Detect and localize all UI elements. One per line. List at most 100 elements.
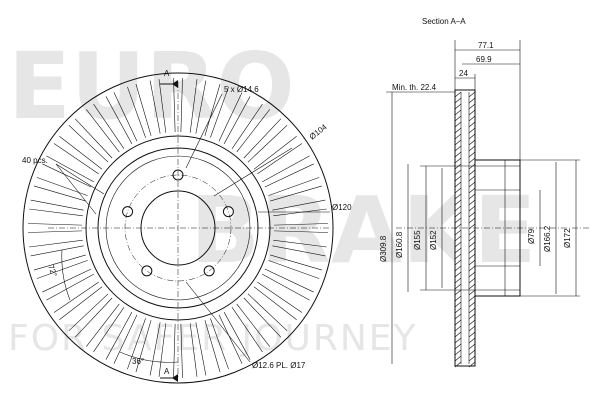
vane-line: [253, 135, 297, 170]
hatch-line: [454, 259, 462, 266]
vane-line: [30, 199, 84, 211]
label-vane-angle: 72°: [46, 264, 59, 278]
section-hatching: [454, 91, 476, 368]
vane-line: [264, 268, 314, 293]
vane-line: [85, 303, 120, 347]
hatch-line: [468, 103, 476, 110]
front-view: A A 5 x Ø14.6 Ø104 Ø120 40 pcs. 72° 36° …: [22, 69, 352, 384]
vane-line: [53, 281, 99, 313]
vane-line: [42, 163, 92, 188]
dim-79: Ø79: [527, 228, 536, 244]
vane-line: [33, 254, 86, 271]
dim-outer: Ø309.8: [379, 235, 388, 262]
hatch-line: [454, 277, 462, 284]
vane-line: [149, 322, 161, 376]
vane-line: [29, 239, 83, 248]
hatch-line: [454, 103, 462, 110]
vane-line: [262, 273, 310, 301]
vane-line: [268, 260, 320, 279]
vane-line: [236, 109, 271, 153]
section-arrow-top-head: [172, 80, 178, 88]
hatch-line: [454, 169, 462, 176]
vane-line: [127, 86, 146, 138]
hatch-line: [454, 247, 462, 254]
vane-line: [195, 322, 207, 376]
hatch-line: [454, 91, 462, 98]
vane-line: [270, 254, 323, 271]
hatch-line: [468, 181, 476, 188]
vane-line: [74, 118, 113, 159]
hatch-line: [468, 283, 476, 290]
leader-vanes-2: [55, 163, 97, 215]
hatch-line: [468, 187, 476, 194]
vane-line: [223, 96, 251, 144]
vane-line: [93, 307, 125, 353]
vane-line: [247, 124, 288, 163]
bolt-hole: [203, 265, 215, 277]
label-pitch-angle: 36°: [132, 357, 144, 366]
vane-line: [28, 230, 83, 233]
vane-line: [247, 293, 288, 332]
dim-disc-thickness: 24: [459, 69, 468, 78]
vane-line: [243, 118, 282, 159]
section-marker-top: A: [164, 69, 170, 78]
dim-total-width: 77.1: [478, 41, 494, 50]
cooling-vanes: [28, 78, 328, 378]
vane-line: [262, 155, 310, 183]
vane-line: [29, 208, 83, 217]
vane-line: [195, 80, 207, 134]
hatch-line: [468, 235, 476, 242]
vane-line: [46, 155, 94, 183]
vane-line: [68, 124, 109, 163]
hatch-line: [454, 241, 462, 248]
vane-line: [59, 286, 103, 321]
vane-line: [158, 79, 167, 133]
vane-line: [270, 185, 323, 202]
vane-line: [231, 307, 263, 353]
label-hub: Ø120: [332, 203, 352, 212]
vane-line: [210, 86, 229, 138]
section-arrow-bottom-head: [172, 374, 178, 382]
vane-line: [189, 79, 198, 133]
vane-line: [273, 208, 327, 217]
vane-line: [223, 312, 251, 360]
vane-line: [36, 177, 88, 196]
hatch-line: [468, 349, 476, 356]
vane-line: [204, 320, 221, 373]
bolt-hole: [222, 206, 234, 218]
hatch-line: [454, 163, 462, 170]
dim-hat-height: 69.9: [476, 55, 492, 64]
hatch-line: [468, 163, 476, 170]
vane-line: [113, 314, 138, 364]
vane-line: [93, 103, 125, 149]
vane-line: [231, 103, 263, 149]
hatch-line: [468, 205, 476, 212]
hatch-line: [468, 133, 476, 140]
hatch-line: [454, 307, 462, 314]
hatch-line: [454, 361, 462, 368]
hatch-line: [468, 151, 476, 158]
hatch-line: [454, 181, 462, 188]
vane-line: [218, 314, 243, 364]
vane-line: [149, 80, 161, 134]
hatch-line: [468, 289, 476, 296]
vane-line: [33, 185, 86, 202]
hatch-line: [454, 121, 462, 128]
section-marker-bottom: A: [164, 367, 170, 376]
vane-line: [273, 230, 328, 233]
hatch-line: [468, 355, 476, 362]
leader-bolt-holes: [185, 93, 223, 169]
leader-holes-note: [185, 281, 251, 363]
label-pcd: Ø104: [308, 122, 329, 141]
hatch-line: [454, 283, 462, 290]
vane-line: [272, 245, 326, 257]
hatch-line: [468, 277, 476, 284]
hatch-line: [468, 319, 476, 326]
hatch-line: [468, 157, 476, 164]
vane-line: [204, 83, 221, 136]
vane-line: [253, 286, 297, 321]
hatch-line: [468, 307, 476, 314]
hatch-line: [468, 139, 476, 146]
hatch-line: [454, 313, 462, 320]
